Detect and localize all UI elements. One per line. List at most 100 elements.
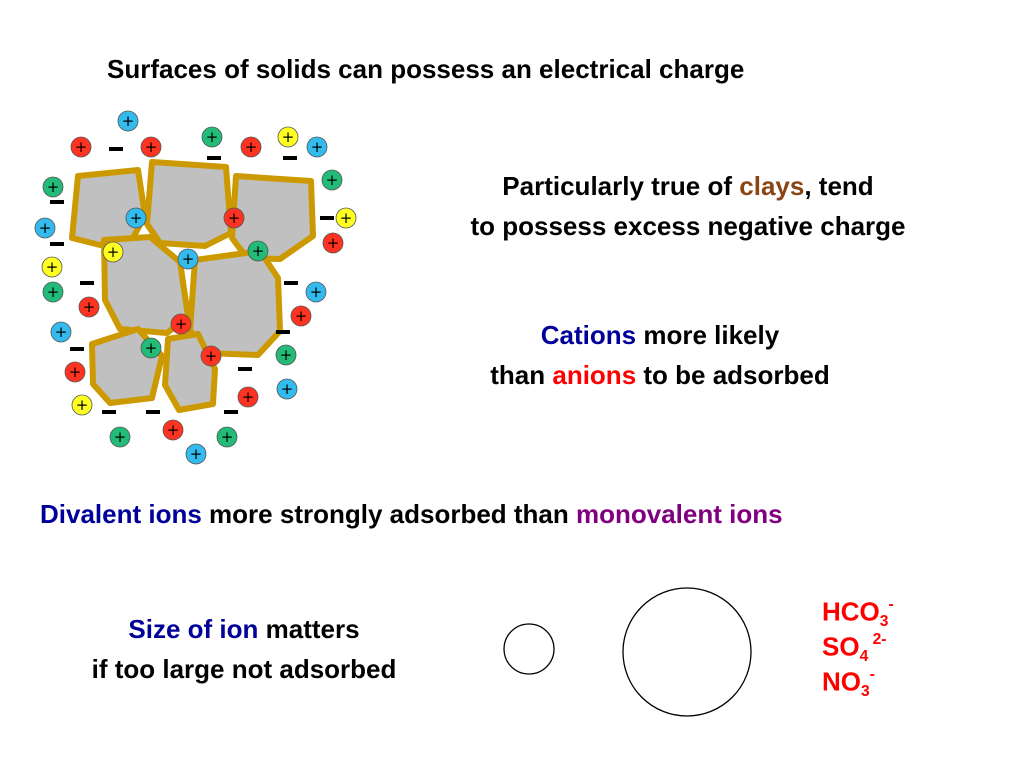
no3-base: NO (822, 666, 861, 697)
negative-charge-mark (50, 242, 64, 246)
plus-sign: + (39, 219, 52, 237)
cation-ion-icon: + (102, 241, 124, 263)
cation-ion-icon: + (216, 426, 238, 448)
hco3-sub: 3 (879, 613, 889, 631)
cation-ion-icon: + (335, 207, 357, 229)
cation-ion-icon: + (162, 419, 184, 441)
divalent-statement: Divalent ions more strongly adsorbed tha… (40, 499, 783, 530)
cation-text-a: more likely (636, 320, 780, 350)
plus-sign: + (205, 347, 218, 365)
negative-charge-mark (80, 281, 94, 285)
clay-particles (69, 159, 316, 413)
clays-statement: Particularly true of clays, tend to poss… (396, 166, 980, 246)
cation-ion-icon: + (140, 136, 162, 158)
cation-ion-icon: + (64, 361, 86, 383)
cation-line-1: Cations more likely (420, 315, 900, 355)
plus-sign: + (221, 428, 234, 446)
plus-sign: + (175, 315, 188, 333)
no3-sup: - (869, 665, 875, 683)
plus-sign: + (55, 323, 68, 341)
cation-ion-icon: + (41, 256, 63, 278)
divalent-text: more strongly adsorbed than (201, 499, 576, 529)
anions-highlight: anions (552, 360, 637, 390)
plus-sign: + (326, 171, 339, 189)
plus-sign: + (295, 307, 308, 325)
negative-charge-mark (238, 367, 252, 371)
plus-sign: + (206, 128, 219, 146)
plus-sign: + (122, 112, 135, 130)
plus-sign: + (282, 128, 295, 146)
cation-ion-icon: + (185, 443, 207, 465)
plus-sign: + (280, 346, 293, 364)
large-ion-circle (622, 587, 752, 717)
plus-sign: + (281, 380, 294, 398)
cation-ion-icon: + (305, 281, 327, 303)
cation-ion-icon: + (200, 345, 222, 367)
negative-charge-mark (276, 330, 290, 334)
so4-sup: 2- (868, 630, 887, 648)
negative-charge-mark (207, 156, 221, 160)
clays-line-1: Particularly true of clays, tend (396, 166, 980, 206)
plus-sign: + (245, 138, 258, 156)
hco3-sup: - (888, 596, 894, 613)
plus-sign: + (242, 388, 255, 406)
negative-charge-mark (283, 156, 297, 160)
negative-charge-mark (109, 147, 123, 151)
cation-ion-icon: + (50, 321, 72, 343)
plus-sign: + (182, 250, 195, 268)
cation-ion-icon: + (277, 126, 299, 148)
size-text-a: matters (258, 614, 360, 644)
plus-sign: + (76, 396, 89, 414)
size-highlight: Size of ion (128, 614, 259, 644)
size-line-1: Size of ion matters (34, 609, 454, 649)
plus-sign: + (228, 209, 241, 227)
plus-sign: + (114, 428, 127, 446)
plus-sign: + (145, 138, 158, 156)
plus-sign: + (130, 209, 143, 227)
negative-charge-mark (70, 347, 84, 351)
clay-particle (69, 167, 148, 248)
negative-charge-mark (50, 200, 64, 204)
cation-ion-icon: + (78, 296, 100, 318)
cation-ion-icon: + (34, 217, 56, 239)
cation-ion-icon: + (306, 136, 328, 158)
ion-formula-list: HCO3- SO4 2- NO3- (822, 596, 894, 700)
ion-formula-no3: NO3- (822, 666, 894, 701)
hco3-base: HCO (822, 596, 880, 627)
plus-sign: + (75, 138, 88, 156)
clay-particle (144, 159, 234, 249)
plus-sign: + (47, 283, 60, 301)
so4-sub: 4 (859, 647, 869, 665)
page-title: Surfaces of solids can possess an electr… (107, 54, 745, 84)
size-statement: Size of ion matters if too large not ads… (34, 609, 454, 689)
divalent-highlight: Divalent ions (40, 499, 202, 529)
ion-formula-hco3: HCO3- (822, 596, 894, 631)
cation-ion-icon: + (321, 169, 343, 191)
clays-line-2: to possess excess negative charge (470, 211, 906, 241)
size-line-2: if too large not adsorbed (91, 654, 397, 684)
cation-ion-icon: + (237, 386, 259, 408)
plus-sign: + (311, 138, 324, 156)
cation-ion-icon: + (71, 394, 93, 416)
ion-formula-so4: SO4 2- (822, 631, 894, 666)
plus-sign: + (252, 242, 265, 260)
plus-sign: + (145, 339, 158, 357)
cation-ion-icon: + (322, 232, 344, 254)
cation-text-c: to be adsorbed (636, 360, 830, 390)
surface-negative-charges (50, 147, 334, 414)
plus-sign: + (327, 234, 340, 252)
cations-highlight: Cations (540, 320, 637, 350)
cation-text-b: than (490, 360, 553, 390)
plus-sign: + (69, 363, 82, 381)
cation-ion-icon: + (117, 110, 139, 132)
small-ion-circle (503, 623, 555, 675)
plus-sign: + (46, 258, 59, 276)
cation-ion-icon: + (70, 136, 92, 158)
negative-charge-mark (102, 410, 116, 414)
cation-ion-icon: + (223, 207, 245, 229)
clay-particle (229, 173, 316, 262)
plus-sign: + (340, 209, 353, 227)
plus-sign: + (83, 298, 96, 316)
cation-ion-icon: + (170, 313, 192, 335)
